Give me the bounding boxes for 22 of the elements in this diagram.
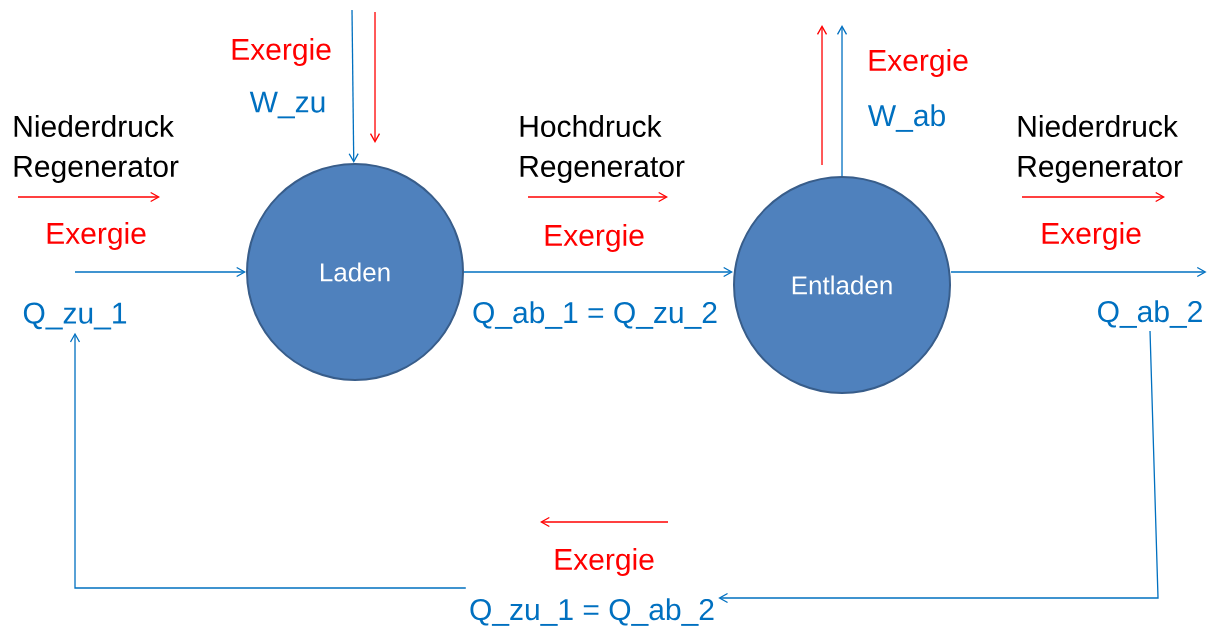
- edge-label: Q_ab_1 = Q_zu_2: [471, 300, 719, 330]
- arrow: [348, 9, 359, 163]
- text-label: Niederdruck Regenerator: [14, 115, 179, 183]
- arrow: [463, 266, 733, 278]
- text-label: Niederdruck Regenerator: [1018, 115, 1183, 183]
- text-label: Exergie: [545, 224, 644, 252]
- edge-label: W_ab: [866, 103, 948, 133]
- flow-label: Q_zu_1 = Q_ab_2: [470, 598, 714, 626]
- flow-label: Q_zu_1: [23, 302, 127, 330]
- text-label: Exergie: [869, 49, 968, 77]
- flow-label: Q_ab_2: [1098, 300, 1202, 328]
- text-label: Exergie: [47, 222, 146, 250]
- text-label: Exergie: [232, 38, 331, 66]
- arrow: [69, 332, 467, 589]
- text-label: Hochdruck Regenerator: [520, 115, 685, 183]
- arrow: [950, 266, 1207, 278]
- arrow: [74, 266, 246, 278]
- arrow: [718, 330, 1159, 604]
- text-label: Exergie: [555, 548, 654, 576]
- arrow: [836, 25, 848, 177]
- text-label: Exergie: [1042, 222, 1141, 250]
- edge-label: W_zu: [248, 90, 328, 120]
